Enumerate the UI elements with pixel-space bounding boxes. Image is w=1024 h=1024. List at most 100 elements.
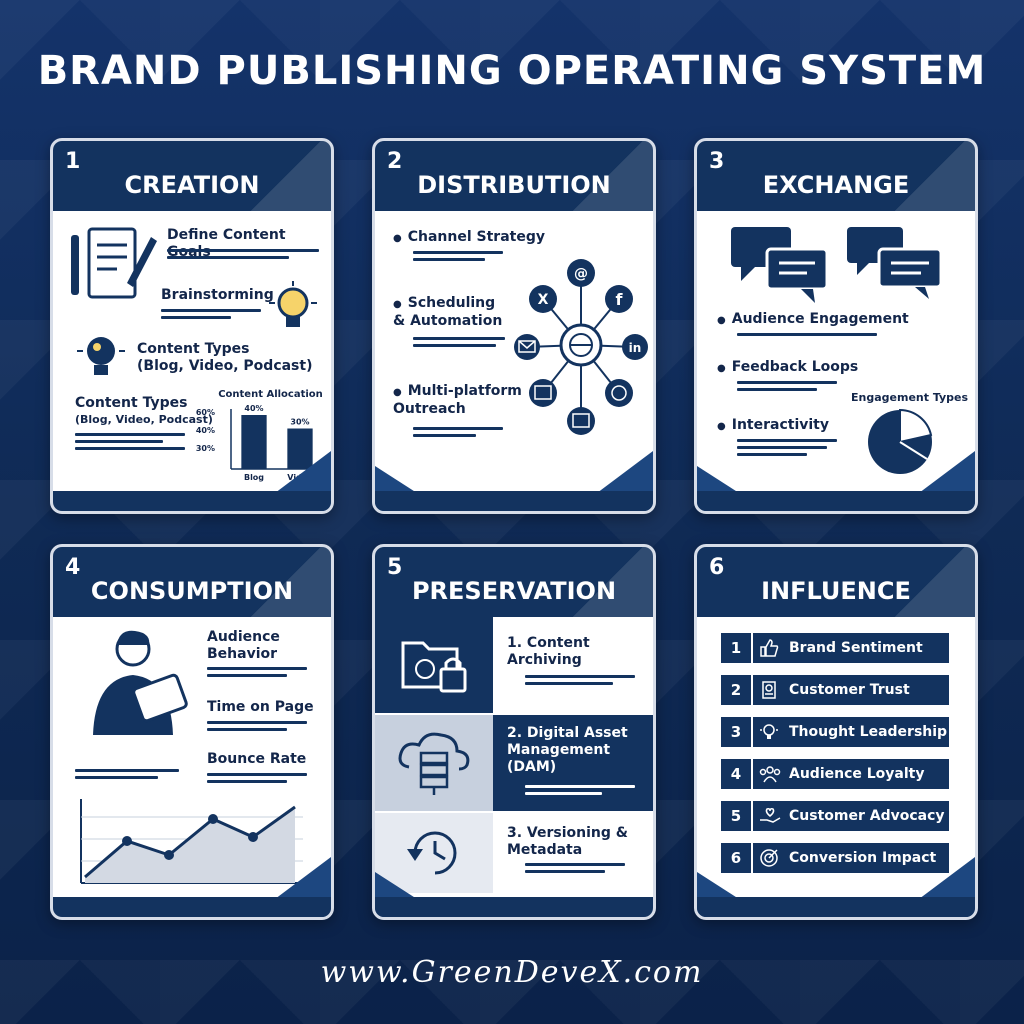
- card-heading: CONSUMPTION: [90, 577, 294, 605]
- facebook-icon: [605, 285, 633, 313]
- influence-row: 2 Customer Trust: [721, 675, 949, 705]
- lightbulb-icon: [269, 281, 317, 327]
- card-header: 5 PRESERVATION: [375, 547, 653, 617]
- placeholder-lines: [75, 769, 179, 783]
- person-tablet-icon: [93, 630, 188, 735]
- idea-icon: [759, 722, 779, 746]
- card-number: 4: [65, 555, 81, 580]
- placeholder-lines: [737, 439, 837, 460]
- placeholder-lines: [207, 721, 307, 735]
- distribution-item-channel: Channel Strategy: [393, 229, 545, 247]
- group-icon: [759, 764, 781, 788]
- placeholder-lines: [525, 863, 625, 877]
- preservation-item-archiving: 1. Content Archiving: [507, 635, 590, 668]
- cloud-server-icon: [398, 732, 470, 795]
- placeholder-lines: [737, 381, 837, 395]
- lightbulb-icon: [77, 337, 125, 375]
- email-icon: [514, 334, 540, 360]
- row-label: Brand Sentiment: [789, 640, 923, 656]
- svg-text:X: X: [538, 292, 549, 308]
- card-header: 4 CONSUMPTION: [53, 547, 331, 617]
- card-exchange: 3 EXCHANGE Audience Engagement Feedback …: [694, 138, 978, 514]
- row-label: Customer Advocacy: [789, 808, 945, 824]
- folder-lock-icon: [401, 641, 467, 693]
- threads-icon: [567, 259, 595, 287]
- row-number: 6: [721, 843, 753, 873]
- notepad-pen-icon: [71, 227, 157, 299]
- card-creation: 1 CREATION Define Content Goals Brainsto…: [50, 138, 334, 514]
- placeholder-lines: [413, 337, 505, 351]
- creation-item-brainstorming: Brainstorming: [161, 287, 274, 303]
- browser-icon: [567, 407, 595, 435]
- placeholder-lines: [413, 427, 503, 441]
- creation-item-content-types: Content Types (Blog, Video, Podcast): [137, 341, 313, 374]
- channel-hub-diagram: @ X f in: [514, 259, 648, 435]
- y-tick-label: 60%: [196, 408, 215, 417]
- placeholder-lines: [167, 249, 319, 263]
- card-number: 2: [387, 149, 403, 174]
- row-label: Thought Leadership: [789, 724, 948, 740]
- exchange-item-engagement: Audience Engagement: [717, 311, 909, 329]
- influence-row: 1 Brand Sentiment: [721, 633, 949, 663]
- distribution-item-scheduling: Scheduling & Automation: [393, 295, 502, 330]
- card-heading: DISTRIBUTION: [417, 171, 611, 199]
- preservation-row-2: 2. Digital Asset Management (DAM): [375, 715, 653, 811]
- data-label: 40%: [244, 404, 263, 413]
- row-number: 4: [721, 759, 753, 789]
- influence-row: 4 Audience Loyalty: [721, 759, 949, 789]
- card-header: 2 DISTRIBUTION: [375, 141, 653, 211]
- influence-row: 3 Thought Leadership: [721, 717, 949, 747]
- newsletter-icon: [529, 379, 557, 407]
- card-header: 1 CREATION: [53, 141, 331, 211]
- card-number: 1: [65, 149, 81, 174]
- row-number: 1: [721, 633, 753, 663]
- history-clock-icon: [407, 831, 457, 875]
- card-number: 5: [387, 555, 403, 580]
- card-number: 6: [709, 555, 725, 580]
- creation-item-content-types-2: Content Types: [75, 395, 188, 411]
- heart-hand-icon: [759, 806, 781, 830]
- card-distribution: 2 DISTRIBUTION Channel Strategy Scheduli…: [372, 138, 656, 514]
- placeholder-lines: [737, 333, 877, 340]
- target-icon: [759, 848, 779, 872]
- card-header: 3 EXCHANGE: [697, 141, 975, 211]
- row-number: 2: [721, 675, 753, 705]
- placeholder-lines: [525, 785, 635, 799]
- card-consumption: 4 CONSUMPTION Audience Behavior Time on …: [50, 544, 334, 920]
- influence-row: 5 Customer Advocacy: [721, 801, 949, 831]
- row-number: 3: [721, 717, 753, 747]
- card-number: 3: [709, 149, 725, 174]
- exchange-item-feedback: Feedback Loops: [717, 359, 858, 377]
- svg-text:@: @: [574, 266, 588, 282]
- placeholder-lines: [413, 251, 503, 265]
- badge-icon: [759, 680, 779, 704]
- consumption-item-behavior: Audience Behavior: [207, 629, 280, 662]
- line-chart-icon: [80, 799, 303, 884]
- preservation-item-versioning: 3. Versioning & Metadata: [507, 825, 628, 858]
- y-tick-label: 40%: [196, 426, 215, 435]
- page-title: BRAND PUBLISHING OPERATING SYSTEM: [37, 48, 987, 94]
- dribbble-icon: [605, 379, 633, 407]
- row-label: Customer Trust: [789, 682, 910, 698]
- footer-url: www.GreenDeveX.com: [320, 955, 704, 990]
- placeholder-lines: [161, 309, 261, 323]
- exchange-item-interactivity: Interactivity: [717, 417, 829, 435]
- card-preservation: 5 PRESERVATION 1. Content Archiving 2. D…: [372, 544, 656, 920]
- row-label: Audience Loyalty: [789, 766, 925, 782]
- preservation-row-1: 1. Content Archiving: [375, 617, 653, 713]
- data-label: 30%: [290, 418, 309, 427]
- card-influence: 6 INFLUENCE 1 Brand Sentiment 2 Customer…: [694, 544, 978, 920]
- x-icon: [529, 285, 557, 313]
- card-heading: INFLUENCE: [761, 577, 911, 605]
- consumption-item-time: Time on Page: [207, 699, 314, 715]
- card-heading: PRESERVATION: [411, 577, 617, 605]
- svg-text:in: in: [629, 341, 642, 355]
- chart-title: Content Allocation: [218, 389, 323, 400]
- row-number: 5: [721, 801, 753, 831]
- placeholder-lines: [207, 667, 307, 681]
- placeholder-lines: [525, 675, 635, 689]
- pie-title: Engagement Types: [851, 391, 969, 404]
- card-header: 6 INFLUENCE: [697, 547, 975, 617]
- chat-bubbles-icon: [731, 227, 943, 303]
- placeholder-lines: [75, 433, 185, 454]
